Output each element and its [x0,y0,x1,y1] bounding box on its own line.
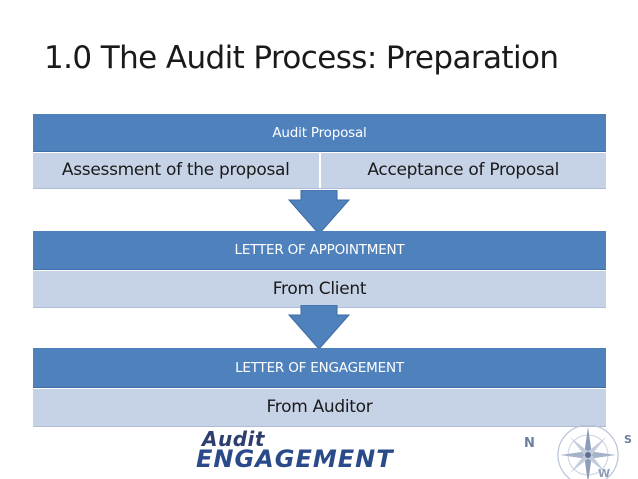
svg-text:N: N [524,436,535,451]
letter-of-appointment-row: From Client [33,270,606,308]
logo-line-audit: Audit [202,427,265,451]
down-arrow-icon [287,190,351,235]
compass-rose-icon: N S W [524,425,632,479]
audit-proposal-block: Audit Proposal Assessment of the proposa… [33,114,606,189]
svg-text:S: S [624,433,632,446]
page-title: 1.0 The Audit Process: Preparation [44,40,559,76]
down-arrow-icon [287,305,351,350]
from-client-cell: From Client [272,279,367,299]
svg-text:W: W [598,467,610,479]
letter-of-engagement-row: From Auditor [33,388,606,427]
letter-of-appointment-header: LETTER OF APPOINTMENT [33,231,606,270]
from-auditor-cell: From Auditor [266,397,373,417]
letter-of-engagement-header: LETTER OF ENGAGEMENT [33,348,606,388]
logo-line-engagement: ENGAGEMENT [196,445,394,473]
letter-of-appointment-block: LETTER OF APPOINTMENT From Client [33,231,606,308]
letter-of-engagement-block: LETTER OF ENGAGEMENT From Auditor [33,348,606,427]
audit-engagement-logo: Audit ENGAGEMENT N S W [188,425,638,479]
audit-proposal-header: Audit Proposal [33,114,606,152]
assessment-cell: Assessment of the proposal [61,160,290,180]
acceptance-cell: Acceptance of Proposal [318,153,607,188]
audit-proposal-row: Assessment of the proposal Acceptance of… [33,152,606,189]
